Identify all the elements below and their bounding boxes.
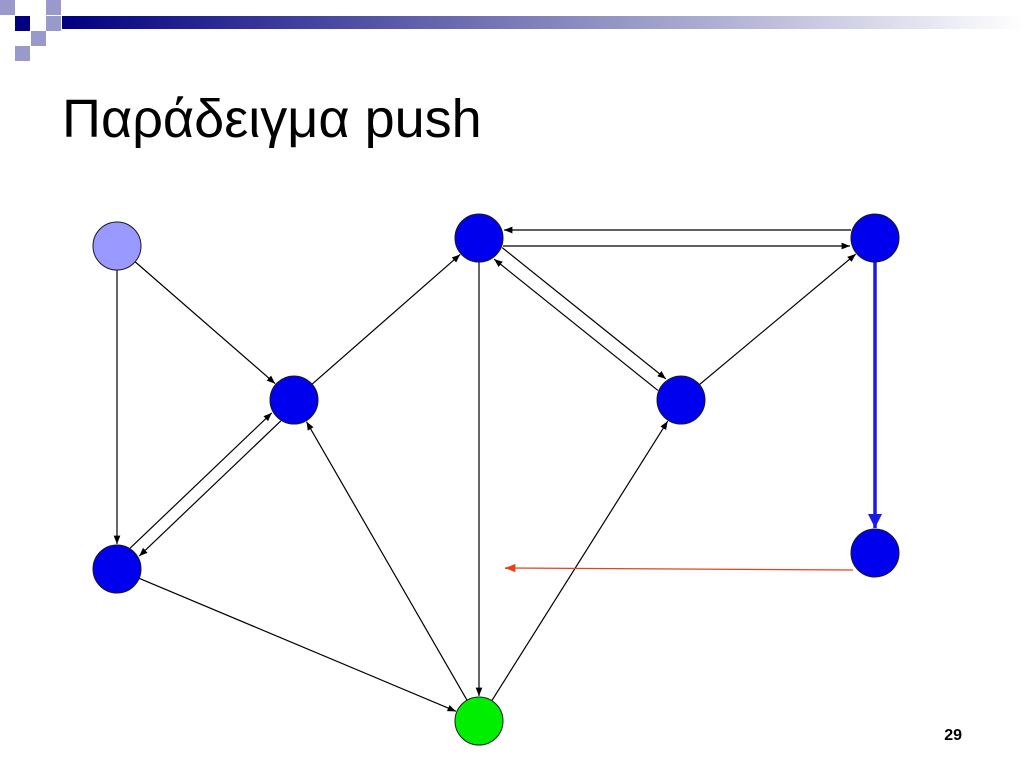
node-f	[850, 528, 900, 578]
header-square-5	[15, 46, 30, 61]
edge-b-a	[129, 412, 273, 549]
node-c	[454, 213, 504, 263]
node-e	[850, 213, 900, 263]
edge-a-c	[311, 254, 461, 385]
header-square-4	[31, 31, 46, 46]
edge-d-c	[493, 258, 659, 391]
edge-s-a	[134, 261, 276, 385]
header-gradient-bar	[62, 16, 1024, 29]
node-a	[269, 375, 319, 425]
edge-a-b	[138, 420, 282, 557]
node-s-source	[92, 221, 142, 271]
node-t-sink	[454, 696, 504, 746]
edge-t-d	[491, 420, 669, 702]
push-indicator-arrow	[504, 563, 854, 573]
node-b	[92, 544, 142, 594]
header-square-6	[46, 16, 61, 31]
header-square-3	[46, 0, 61, 15]
node-d	[656, 375, 706, 425]
slide-title: Παράδειγμα push	[62, 89, 482, 149]
edge-d-e	[699, 253, 857, 386]
edge-b-t	[138, 577, 457, 712]
header-decoration	[0, 0, 1024, 61]
edge-t-a	[305, 421, 468, 701]
header-square-1	[0, 0, 15, 15]
header-square-2	[15, 16, 30, 31]
slide-number: 29	[944, 727, 962, 744]
edge-c-d	[501, 247, 667, 380]
